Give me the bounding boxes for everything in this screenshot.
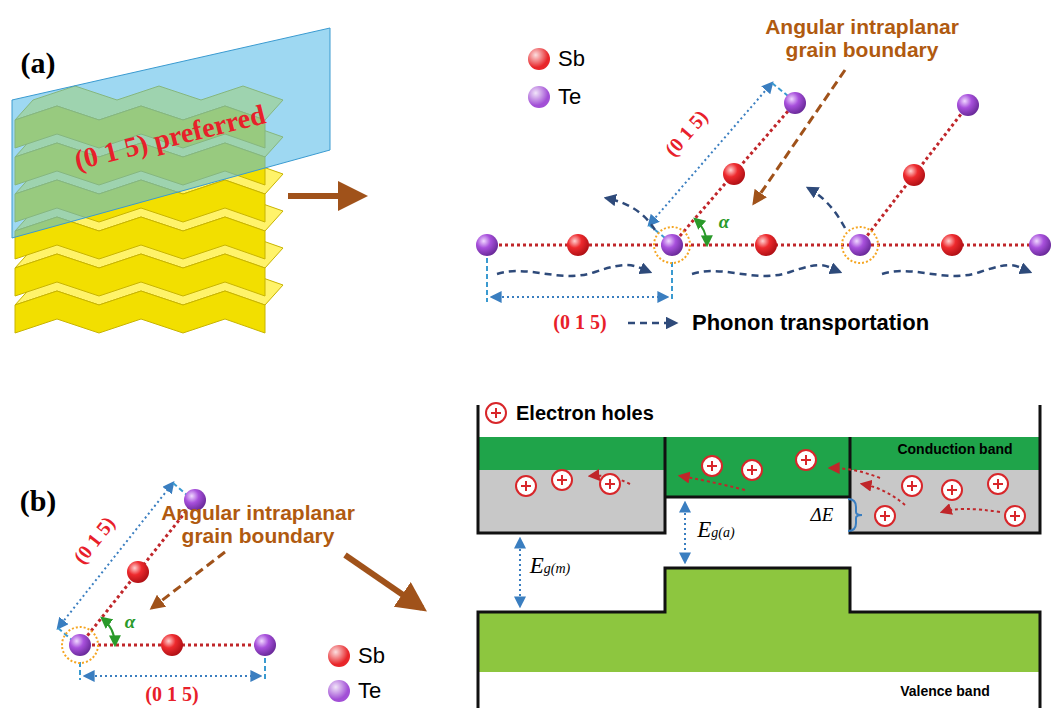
angle-label: α — [719, 212, 730, 233]
hole-sample — [484, 401, 508, 425]
atom-swatch — [528, 86, 550, 108]
atom-swatch — [528, 48, 550, 70]
boundary-label: Angular intraplanar grain boundary — [760, 15, 965, 61]
dimension-label: (0 1 5) — [660, 106, 712, 161]
band-label: Conduction band — [897, 442, 1012, 457]
legend-item: Electron holes — [484, 401, 654, 425]
legend-item: Sb — [528, 46, 585, 72]
lattice-a — [476, 70, 1051, 302]
angle-label: α — [125, 612, 136, 633]
atom-swatch — [328, 645, 350, 667]
legend-item: Sb — [328, 643, 385, 669]
legend-text: Sb — [358, 643, 385, 669]
offset-label: ΔE — [811, 505, 834, 526]
dimension-label: (0 1 5) — [145, 683, 198, 705]
panel-arrow — [288, 193, 362, 199]
legend-text: Te — [558, 84, 581, 110]
legend-text: Sb — [558, 46, 585, 72]
legend-item: Te — [528, 84, 581, 110]
band-label: Valence band — [900, 684, 989, 699]
band-diagram — [478, 405, 1040, 708]
panel-letter: (a) — [21, 46, 56, 79]
legend-text: Electron holes — [516, 402, 654, 425]
legend-item: Phonon transportation — [626, 310, 929, 336]
atom-swatch — [328, 680, 350, 702]
gap-label: Eg(a) — [697, 517, 734, 542]
legend-item: Te — [328, 678, 381, 704]
dimension-label: (0 1 5) — [553, 311, 606, 333]
legend-text: Te — [358, 678, 381, 704]
preferred-plane — [12, 28, 330, 238]
phonon-sample — [626, 313, 684, 333]
boundary-label: Angular intraplanar grain boundary — [146, 501, 371, 547]
panel-letter: (b) — [20, 484, 57, 517]
panel-arrow — [345, 555, 422, 608]
legend-text: Phonon transportation — [692, 310, 929, 336]
gap-label: Eg(m) — [530, 553, 571, 578]
